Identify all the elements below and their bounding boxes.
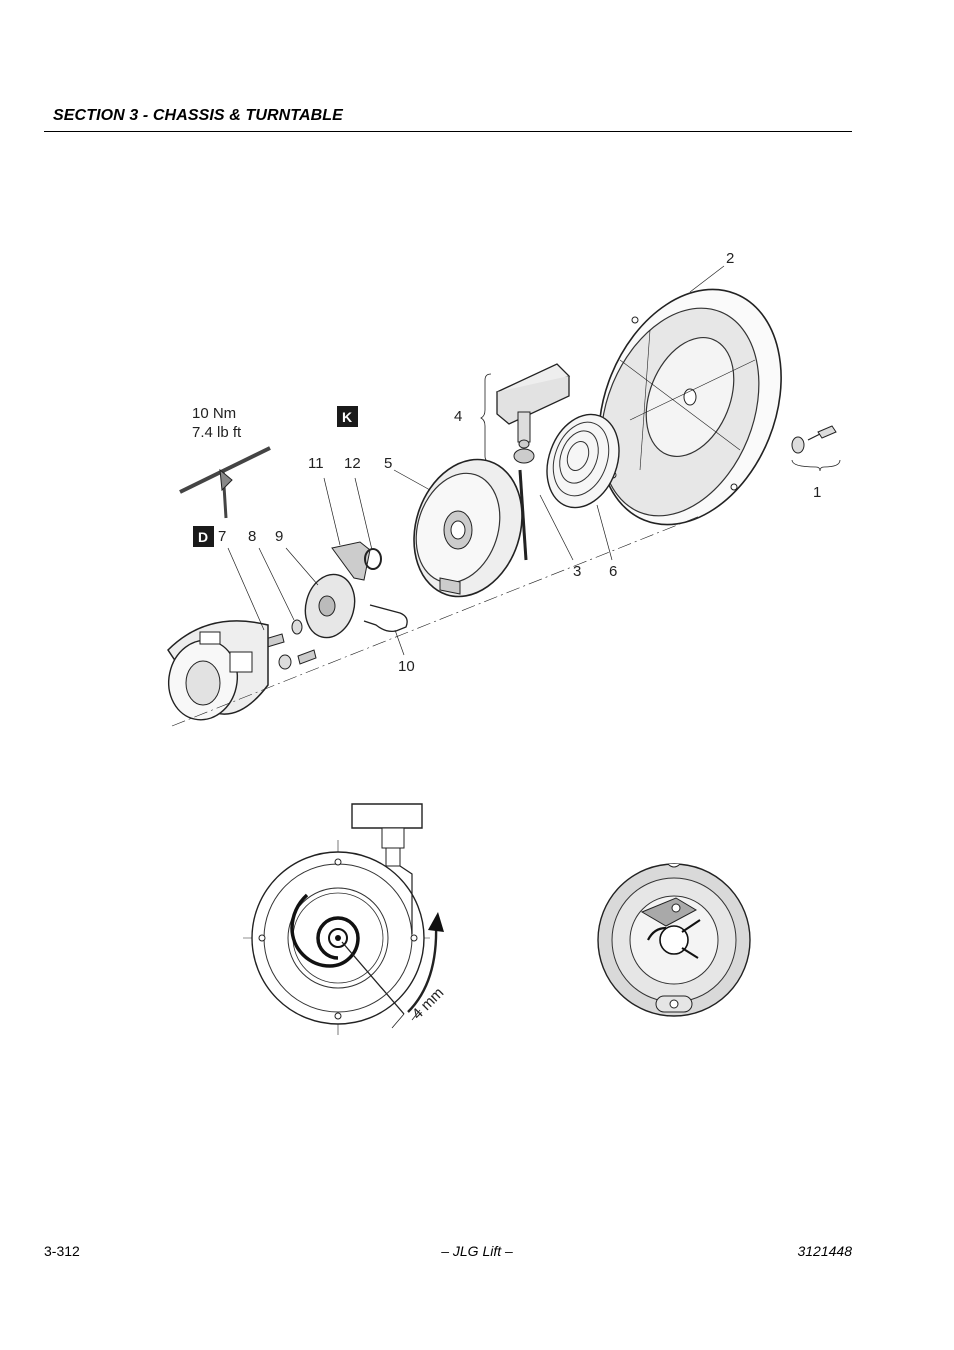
callout-11: 11	[308, 455, 324, 472]
callout-7: 7	[218, 528, 226, 545]
page-number: 3-312	[44, 1243, 80, 1259]
torque-metric: 10 Nm	[192, 405, 236, 422]
callout-5: 5	[384, 455, 392, 472]
callout-4: 4	[454, 408, 462, 425]
section-title: SECTION 3 - CHASSIS & TURNTABLE	[53, 107, 343, 124]
starter-housing	[598, 288, 782, 526]
badge-k-label: K	[342, 409, 352, 425]
callout-6: 6	[609, 563, 617, 580]
rope-handle	[480, 363, 571, 464]
callout-9: 9	[275, 528, 283, 545]
rope-pulley	[413, 458, 523, 598]
bolt-washer	[791, 425, 841, 472]
badge-d	[193, 526, 214, 547]
callout-10: 10	[398, 658, 415, 675]
spring-preload-view: 4 mm	[243, 803, 447, 1035]
callout-12: 12	[344, 455, 361, 472]
torque-wrench-icon	[179, 446, 271, 519]
callout-1: 1	[813, 484, 821, 501]
torque-imperial: 7.4 lb ft	[192, 424, 242, 441]
pawl-pulley-view	[597, 863, 751, 1017]
callout-2: 2	[726, 250, 734, 267]
badge-d-label: D	[198, 529, 208, 545]
starter-cup	[167, 620, 269, 721]
publisher: – JLG Lift –	[441, 1243, 513, 1259]
document-number: 3121448	[797, 1243, 852, 1259]
friction-plate	[304, 573, 356, 639]
header-rule	[44, 131, 852, 132]
badge-k	[337, 406, 358, 427]
screw-washer-set	[261, 619, 317, 670]
callout-8: 8	[248, 528, 256, 545]
pawl-spring	[364, 548, 382, 570]
friction-spring	[363, 604, 408, 633]
callout-3: 3	[573, 563, 581, 580]
leader-lines	[227, 265, 725, 656]
recoil-spring	[546, 413, 620, 509]
